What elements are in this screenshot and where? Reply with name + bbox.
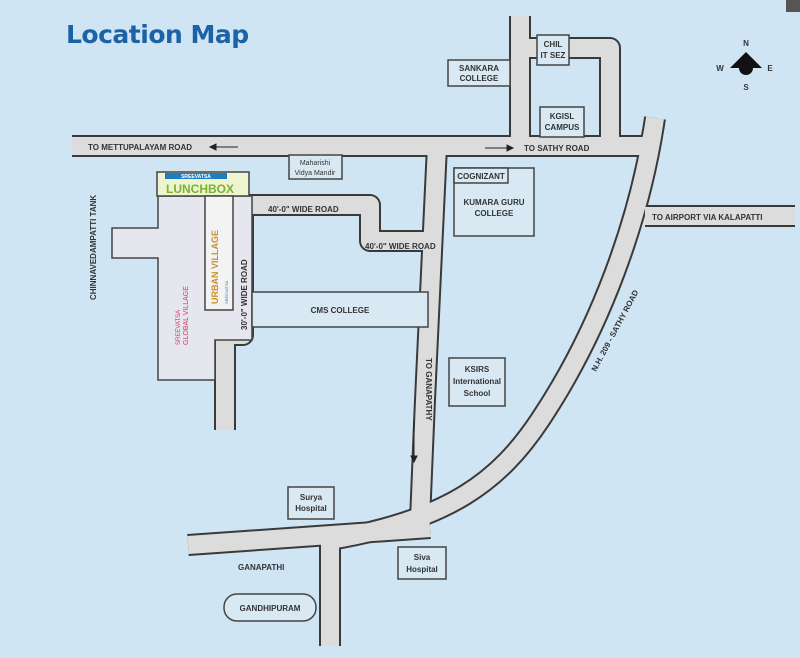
- compass-w: W: [716, 64, 724, 73]
- maharishi-label-2: Vidya Mandir: [295, 170, 336, 177]
- landmark-sankara[interactable]: SANKARA COLLEGE: [447, 59, 511, 87]
- landmark-gandhipuram[interactable]: GANDHIPURAM: [223, 593, 317, 622]
- ganapathy-road-label: TO GANAPATHY: [424, 358, 433, 421]
- landmark-chil[interactable]: CHIL IT SEZ: [536, 34, 570, 66]
- lunchbox-brand-bar: [165, 173, 227, 179]
- sankara-label-2: COLLEGE: [460, 74, 499, 83]
- chil-label-2: IT SEZ: [541, 51, 566, 60]
- compass-icon: N S E W: [716, 39, 773, 92]
- kgisl-label-2: CAMPUS: [545, 123, 580, 132]
- compass-s: S: [743, 83, 749, 92]
- cms-college-box[interactable]: [251, 291, 429, 328]
- ksirs-label-3: School: [464, 389, 491, 398]
- sankara-label: SANKARA: [459, 64, 499, 73]
- gandhipuram-label: GANDHIPURAM: [240, 604, 301, 613]
- sathy-road-label: TO SATHY ROAD: [524, 144, 590, 153]
- landmark-kgisl[interactable]: KGISL CAMPUS: [539, 106, 585, 138]
- chil-label: CHIL: [544, 40, 563, 49]
- airport-road-label: TO AIRPORT VIA KALAPATTI: [652, 213, 763, 222]
- lunchbox-brand: SREEVATSA: [181, 174, 211, 180]
- urban-village-logo: URBAN VILLAGE: [210, 230, 220, 304]
- global-village-logo: GLOBAL VILLAGE: [183, 286, 190, 345]
- landmark-surya-hospital[interactable]: Surya Hospital: [287, 486, 335, 520]
- arrow-left-icon: [208, 143, 238, 151]
- cms-college-label: CMS COLLEGE: [311, 306, 370, 315]
- landmark-ksirs[interactable]: KSIRS International School: [448, 357, 506, 407]
- global-village-brand: SREEVATSA: [176, 310, 182, 345]
- siva-label: Siva: [414, 553, 431, 562]
- landmark-siva-hospital[interactable]: Siva Hospital: [397, 546, 447, 580]
- ksirs-label: KSIRS: [465, 365, 490, 374]
- wide-road-40-label-2: 40'-0" WIDE ROAD: [365, 242, 436, 251]
- landmark-kumaraguru[interactable]: COGNIZANT KUMARA GURU COLLEGE: [453, 167, 535, 237]
- compass-n: N: [743, 39, 749, 48]
- urban-village-plot[interactable]: [204, 195, 234, 311]
- ganapathi-label: GANAPATHI: [238, 563, 284, 572]
- compass-e: E: [767, 64, 773, 73]
- urban-village-brand: SREEVATSA: [224, 280, 229, 304]
- tank-label: CHINNAVEDAMPATTI TANK: [89, 195, 98, 300]
- kgisl-label: KGISL: [550, 112, 575, 121]
- ksirs-label-2: International: [453, 377, 501, 386]
- surya-label-2: Hospital: [295, 504, 327, 513]
- maharishi-label: Maharishi: [300, 160, 331, 167]
- surya-label: Surya: [300, 493, 323, 502]
- wide-road-30-label: 30'-0" WIDE ROAD: [240, 259, 249, 330]
- arrow-right-icon: [485, 144, 515, 152]
- siva-label-2: Hospital: [406, 565, 438, 574]
- landmark-maharishi[interactable]: Maharishi Vidya Mandir: [288, 154, 343, 180]
- kumaraguru-label: KUMARA GURU: [463, 198, 524, 207]
- wide-road-40-label: 40'-0" WIDE ROAD: [268, 205, 339, 214]
- corner-marker: [786, 0, 800, 12]
- arrow-down-icon: [410, 420, 418, 464]
- lunchbox-logo: LUNCHBOX: [166, 182, 234, 196]
- kumaraguru-label-2: COLLEGE: [475, 209, 514, 218]
- cognizant-label: COGNIZANT: [457, 172, 505, 181]
- mettupalayam-road-label: TO METTUPALAYAM ROAD: [88, 143, 192, 152]
- page-title: Location Map: [66, 20, 249, 49]
